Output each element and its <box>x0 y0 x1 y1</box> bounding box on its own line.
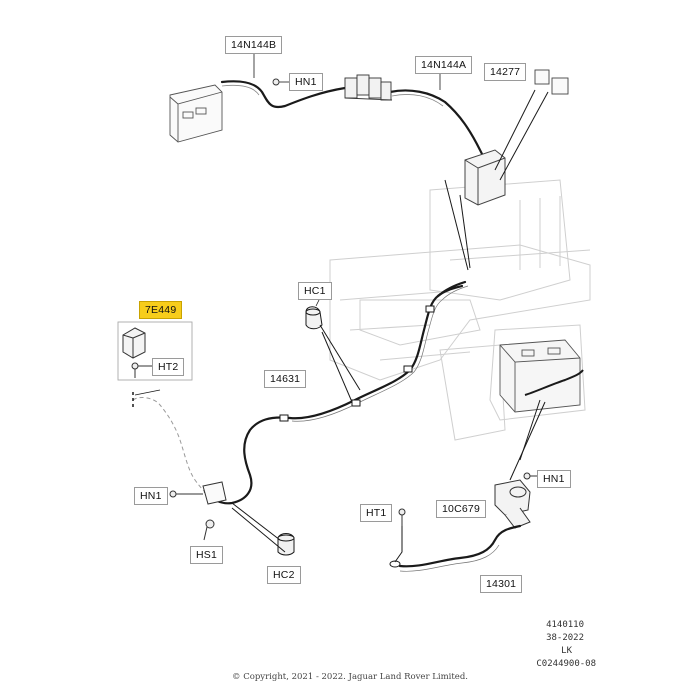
battery-lead <box>524 369 584 396</box>
leader-14277 <box>494 89 536 171</box>
leader-14n144a-down <box>444 179 469 271</box>
leader-hc2-b <box>231 507 286 553</box>
ref-number: 4140110 <box>546 620 584 630</box>
bracket-line-ht1 <box>394 526 403 563</box>
fuse-box-14277 <box>534 69 569 95</box>
callout-10c679: 10C679 <box>436 500 486 518</box>
callout-14n144a: 14N144A <box>415 56 473 74</box>
leader-hc1 <box>319 324 361 391</box>
callout-leaders <box>134 52 441 396</box>
hn1-top-fastener <box>272 78 289 86</box>
main-harness-sheath <box>291 285 469 422</box>
upper-harness <box>220 80 497 187</box>
junction-box <box>464 149 506 206</box>
ring-terminal <box>389 560 401 568</box>
battery-assembly <box>499 339 581 413</box>
bracket-panel-7e449 <box>117 321 193 381</box>
callout-ht1: HT1 <box>360 504 393 522</box>
hc1-connector <box>305 306 323 330</box>
callout-14277: 14277 <box>484 63 527 81</box>
callout-hn1-right: HN1 <box>537 470 571 488</box>
hc2-connector <box>277 533 295 556</box>
ref-date: 38-2022 <box>546 633 584 643</box>
callout-ht2: HT2 <box>152 358 185 376</box>
callout-hn1-left: HN1 <box>134 487 168 505</box>
main-harness-14631 <box>203 280 467 505</box>
bottom-harness-sheath <box>399 544 500 572</box>
ht2-fastener <box>131 362 152 378</box>
leader-hc2 <box>231 502 281 541</box>
grommet-cluster <box>202 481 227 505</box>
copyright-notice: © Copyright, 2021 - 2022. Jaguar Land Ro… <box>232 672 468 682</box>
callout-hn1-top: HN1 <box>289 73 323 91</box>
sensor-10c679 <box>494 479 531 529</box>
callout-7e449: 7E449 <box>139 301 183 319</box>
callout-14631: 14631 <box>264 370 307 388</box>
ref-drawing-id: C0244900-08 <box>536 659 596 669</box>
left-dashed-harness <box>132 397 206 493</box>
hs1-stud <box>203 519 215 541</box>
leader-hc1-b <box>321 331 353 403</box>
callout-14301: 14301 <box>480 575 523 593</box>
upper-harness-sheath <box>221 84 444 107</box>
callout-hs1: HS1 <box>190 546 224 564</box>
callout-14n144b: 14N144B <box>225 36 283 54</box>
leader-14277-b <box>499 91 549 181</box>
ref-code: LK <box>561 646 572 656</box>
connector-block <box>344 74 393 101</box>
leader-battery-10c679 <box>509 401 546 481</box>
control-module <box>169 84 223 143</box>
leader-14n144a-down-b <box>459 194 471 269</box>
callout-hc2: HC2 <box>267 566 301 584</box>
ht1-fastener <box>398 508 406 526</box>
callout-hc1: HC1 <box>298 282 332 300</box>
hn1-left-fastener <box>169 490 203 498</box>
sensor-bracket-7e449 <box>122 327 146 359</box>
bottom-harness-14301 <box>398 524 522 568</box>
harness-clips <box>279 305 435 422</box>
